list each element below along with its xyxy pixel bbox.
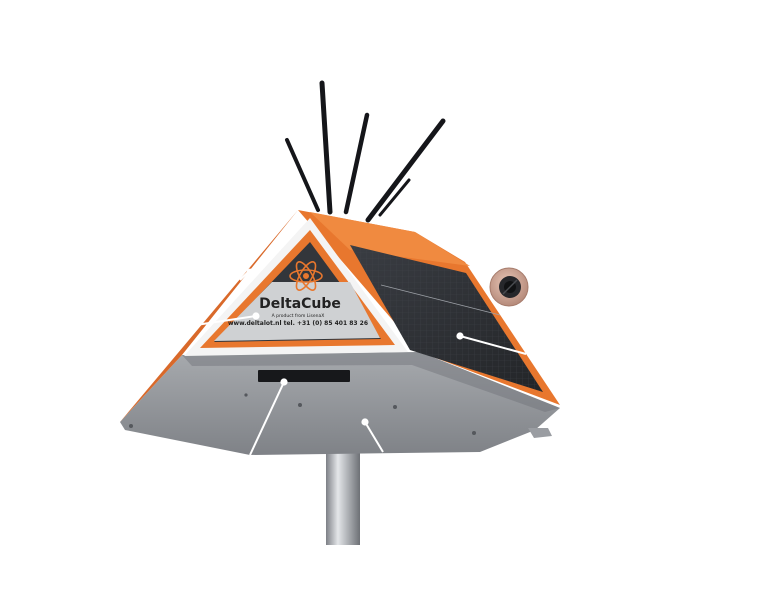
antennas: [285, 80, 446, 223]
bottom-slot: [258, 370, 350, 382]
brand-tagline: A product from LisenaX: [272, 313, 325, 319]
callout-dot-solar: [456, 332, 464, 340]
callout-dot-slot: [280, 378, 288, 386]
connector-icon: [489, 267, 529, 307]
contact-line: www.deltalot.nl tel. +31 (0) 85 401 83 2…: [228, 320, 368, 327]
brand-name: DeltaCube: [259, 296, 341, 312]
callout-dot-pole: [361, 418, 369, 426]
housing-left: [120, 210, 298, 422]
atom-icon: [289, 261, 323, 291]
base-plate: [120, 352, 560, 455]
callout-dot-label: [252, 312, 260, 320]
callout-dot-side: [246, 268, 254, 276]
callout-lines: [195, 268, 527, 456]
